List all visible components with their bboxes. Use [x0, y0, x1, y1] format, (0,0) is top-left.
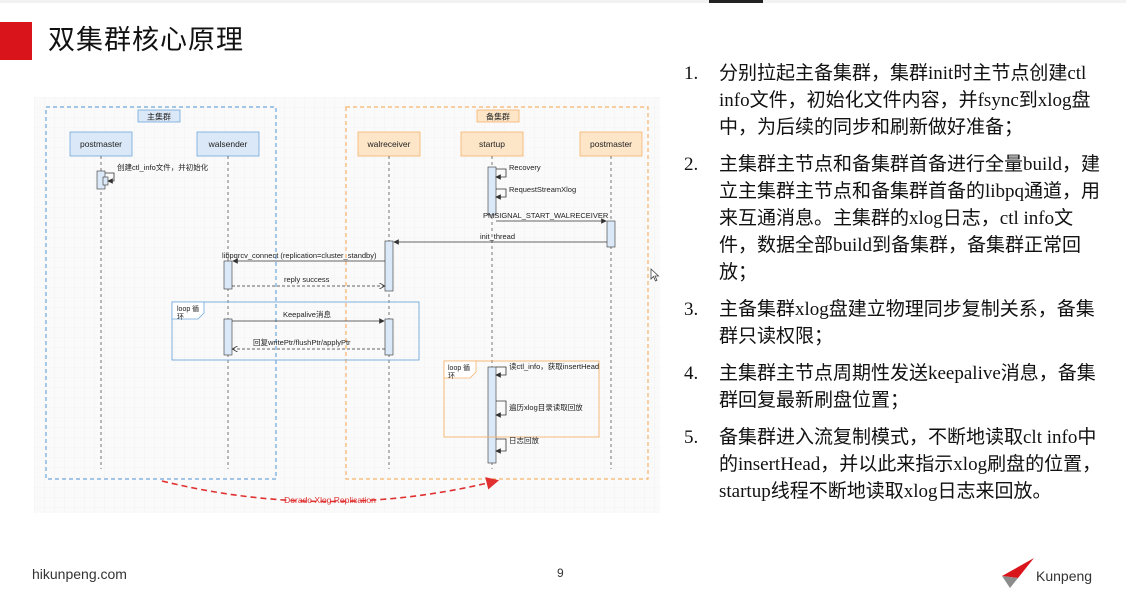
- loop-label-replay-line1: loop 循: [448, 363, 470, 372]
- sequence-diagram: 主集群 备集群 postmaster walsender walreceiver…: [34, 97, 660, 513]
- activation-walsender-connect: [223, 260, 233, 290]
- activation-walreceiver-connect: [384, 240, 394, 292]
- loop-frame-replay: [443, 360, 600, 438]
- steps-list: 1. 分别拉起主备集群，集群init时主节点创建ctl info文件，初始化文件内…: [684, 60, 1104, 515]
- step-item-1: 1. 分别拉起主备集群，集群init时主节点创建ctl info文件，初始化文件内…: [684, 60, 1104, 141]
- top-border: [0, 0, 1126, 3]
- primary-cluster-label-box: [137, 109, 181, 123]
- step-text: 备集群进入流复制模式，不断地读取clt info中的insertHead，并以此…: [719, 427, 1102, 502]
- brand-name: Kunpeng: [1036, 568, 1093, 584]
- loop-label-keepalive-line1: loop 循: [177, 304, 199, 313]
- replication-arrow: [161, 477, 500, 503]
- lifeline-startup-header: [460, 131, 524, 157]
- step-text: 分别拉起主备集群，集群init时主节点创建ctl info文件，初始化文件内容，…: [719, 63, 1091, 138]
- msg-log-replay: 日志回放: [509, 435, 539, 445]
- arrow-read-ctl: [495, 366, 507, 378]
- primary-cluster-label: 主集群: [147, 112, 171, 122]
- activation-startup-recovery: [487, 166, 497, 216]
- msg-recovery: Recovery: [509, 163, 541, 172]
- loop-frame-keepalive: [171, 301, 420, 361]
- arrow-create-ctl: [105, 172, 115, 184]
- msg-traverse-xlog: 遍历xlog目录读取回放: [509, 402, 583, 412]
- step-text: 主备集群xlog盘建立物理同步复制关系，备集群只读权限；: [719, 299, 1095, 347]
- step-item-4: 4. 主集群主节点周期性发送keepalive消息，备集群回复最新刷盘位置；: [684, 360, 1104, 414]
- loop-tag-keepalive: [171, 301, 205, 320]
- msg-pmsignal: PMSIGNAL_START_WALRECEIVER: [483, 211, 609, 220]
- msg-keepalive: Keepalive消息: [283, 309, 331, 319]
- lifeline-walsender-label: walsender: [208, 139, 248, 149]
- arrow-log-replay: [495, 438, 507, 454]
- step-item-2: 2. 主集群主节点和备集群首备进行全量build，建立主集群主节点和备集群首备的l…: [684, 151, 1104, 286]
- footer-site: hikunpeng.com: [32, 566, 127, 582]
- step-text: 主集群主节点和备集群首备进行全量build，建立主集群主节点和备集群首备的lib…: [719, 154, 1101, 283]
- replication-label: Dorado Xlog Replication: [284, 495, 376, 505]
- msg-request-xlog: RequestStreamXlog: [509, 185, 576, 194]
- msg-create-ctl: 创建ctl_info文件，并初始化: [117, 162, 209, 172]
- lifeline-startup-label: startup: [479, 139, 505, 149]
- loop-tag-replay: [443, 360, 477, 379]
- standby-cluster-frame: [345, 106, 649, 480]
- step-number: 4.: [684, 363, 699, 384]
- loop-label-keepalive-line2: 环: [177, 313, 184, 321]
- lifeline-postmaster-primary-header: [69, 131, 133, 157]
- lifeline-walreceiver-label: walreceiver: [367, 139, 411, 149]
- lifeline-postmaster-standby-header: [579, 131, 643, 157]
- mouse-cursor-icon: [650, 268, 660, 282]
- step-number: 5.: [684, 427, 699, 448]
- msg-libpqrcv-connect: libpqrcv_connect (replication=cluster_st…: [222, 251, 377, 260]
- activation-postmaster-primary-inner: [102, 176, 109, 186]
- lifeline-postmaster-primary-label: postmaster: [80, 139, 122, 149]
- page-number: 9: [557, 566, 564, 580]
- loop-label-replay-line2: 环: [448, 372, 455, 380]
- msg-init-thread: init_thread: [480, 232, 515, 241]
- standby-cluster-label: 备集群: [486, 112, 510, 122]
- arrow-request-xlog: [495, 188, 507, 200]
- step-item-3: 3. 主备集群xlog盘建立物理同步复制关系，备集群只读权限；: [684, 296, 1104, 350]
- slide-title: 双集群核心原理: [48, 25, 244, 56]
- arrow-traverse-xlog: [495, 400, 507, 418]
- arrow-recovery: [495, 168, 507, 180]
- step-number: 3.: [684, 299, 699, 320]
- lifeline-postmaster-standby-label: postmaster: [590, 139, 632, 149]
- step-number: 1.: [684, 63, 699, 84]
- primary-cluster-frame: [45, 106, 277, 480]
- step-number: 2.: [684, 154, 699, 175]
- title-accent-bar: [0, 22, 32, 60]
- lifeline-walreceiver-header: [357, 131, 421, 157]
- msg-reply-ptr: 回复writePtr/flushPtr/applyPtr: [253, 337, 351, 347]
- kunpeng-logo-icon: [1002, 558, 1034, 588]
- activation-postmaster-standby: [606, 220, 616, 248]
- step-item-5: 5. 备集群进入流复制模式，不断地读取clt info中的insertHead，并…: [684, 424, 1104, 505]
- top-accent-mark: [709, 0, 763, 3]
- activation-startup-loop: [487, 366, 497, 464]
- msg-read-ctl: 读ctl_info，获取insertHead: [509, 361, 599, 371]
- diagram-grid-background: [34, 97, 660, 513]
- standby-cluster-label-box: [476, 109, 520, 123]
- activation-walreceiver-keepalive: [384, 318, 394, 356]
- step-text: 主集群主节点周期性发送keepalive消息，备集群回复最新刷盘位置；: [719, 363, 1096, 411]
- msg-reply-success: reply success: [284, 275, 330, 284]
- activation-walsender-keepalive: [223, 318, 233, 356]
